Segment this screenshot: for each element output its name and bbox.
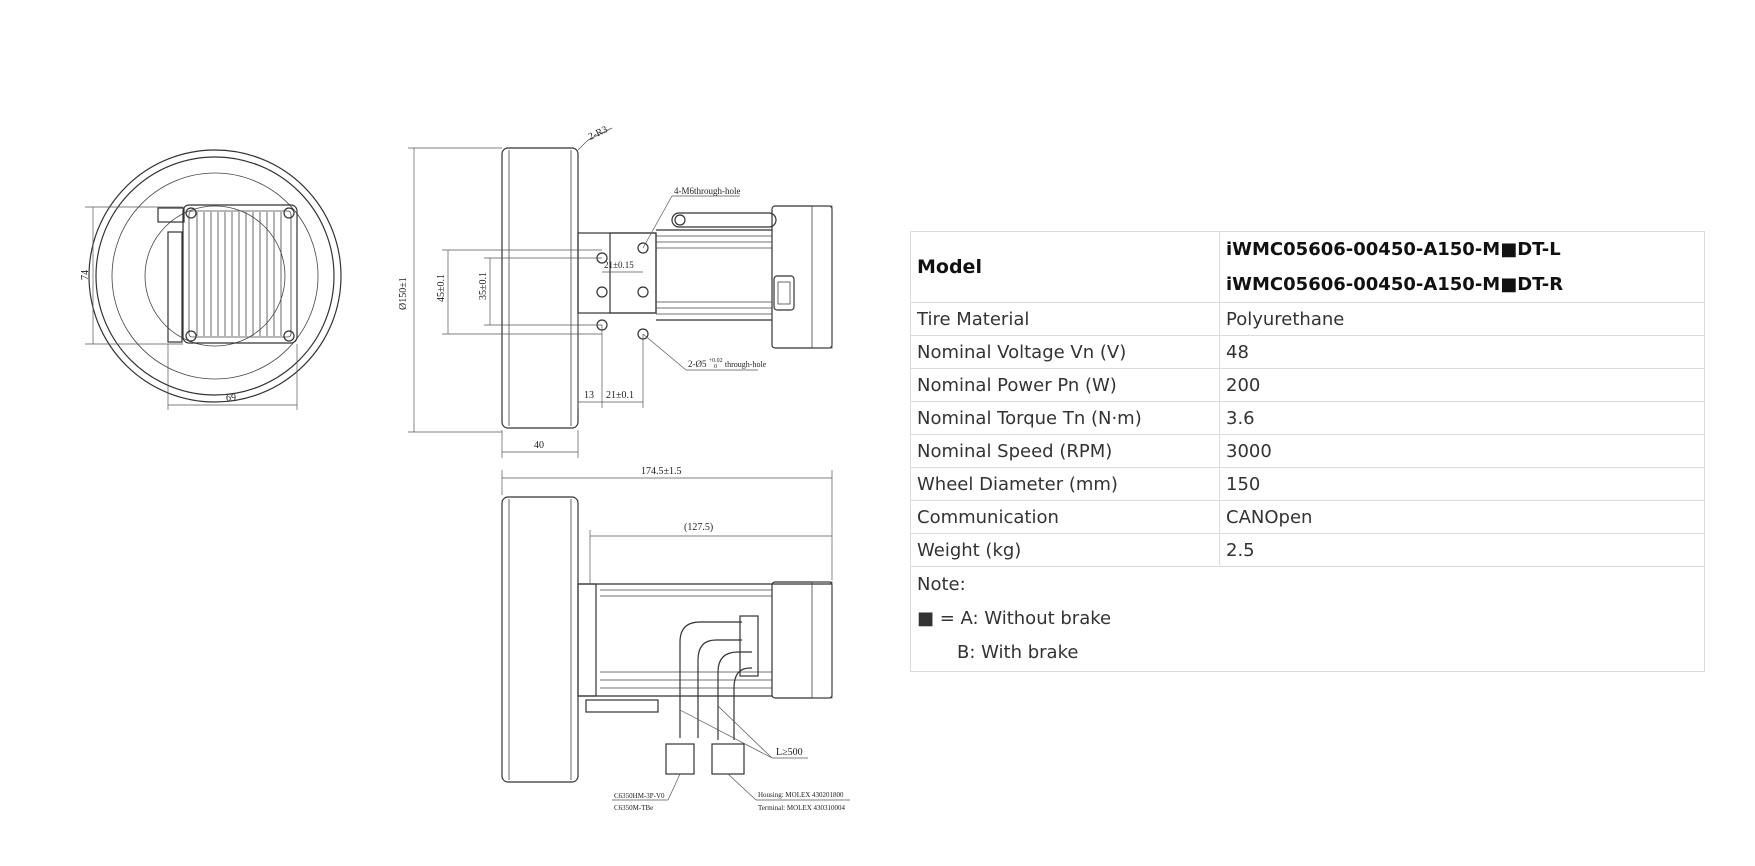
row-label: Wheel Diameter (mm) xyxy=(910,467,1220,501)
hole5-label: 2-Ø5 xyxy=(688,359,707,369)
connector2-label-a: Housing: MOLEX 430201800 xyxy=(758,791,844,799)
row-value: 3.6 xyxy=(1219,401,1705,435)
hole5-tol-low: 0 xyxy=(714,364,717,370)
table-row: Weight (kg) 2.5 xyxy=(910,533,1705,567)
dim-13-label: 13 xyxy=(584,390,594,401)
row-value: 200 xyxy=(1219,368,1705,402)
dim-21-bottom-label: 21±0.1 xyxy=(606,390,634,401)
hole5-tol: +0.02 xyxy=(709,358,723,364)
row-label: Tire Material xyxy=(910,302,1220,336)
note-line-1: ■ = A: Without brake xyxy=(917,608,1112,629)
row-value: CANOpen xyxy=(1219,500,1705,534)
side-view: 2-R3 4-M6through-hole Ø150±1 45±0.1 35±0… xyxy=(398,124,833,458)
dim-35-label: 35±0.1 xyxy=(478,272,489,300)
table-row: Wheel Diameter (mm) 150 xyxy=(910,467,1705,501)
row-value: 48 xyxy=(1219,335,1705,369)
row-label: Communication xyxy=(910,500,1220,534)
table-row: Nominal Voltage Vn (V) 48 xyxy=(910,335,1705,369)
row-label: Nominal Speed (RPM) xyxy=(910,434,1220,468)
note-title: Note: xyxy=(917,574,966,595)
table-row: Tire Material Polyurethane xyxy=(910,302,1705,336)
row-value: 3000 xyxy=(1219,434,1705,468)
connector1-label-b: C6350M-TBe xyxy=(614,804,653,812)
bottom-view: L≥500 C6350HM-3P-V0 C6350M-TBe Housing: … xyxy=(501,466,850,812)
table-row: Nominal Power Pn (W) 200 xyxy=(910,368,1705,402)
hole5-suffix: through-hole xyxy=(725,360,767,369)
svg-text:2-Ø5 +0.02 through: 2-Ø5 +0.02 through-hole xyxy=(688,354,767,369)
table-row-model: Model iWMC05606-00450-A150-M■DT-L iWMC05… xyxy=(910,231,1705,303)
dim-74-label: 74 xyxy=(80,270,91,280)
dim-45-label: 45±0.1 xyxy=(436,274,447,302)
row-value: Polyurethane xyxy=(1219,302,1705,336)
row-value: 2.5 xyxy=(1219,533,1705,567)
dim-21-top-label: 21±0.15 xyxy=(604,260,634,270)
table-row: Nominal Torque Tn (N·m) 3.6 xyxy=(910,401,1705,435)
row-label: Nominal Torque Tn (N·m) xyxy=(910,401,1220,435)
row-label: Nominal Voltage Vn (V) xyxy=(910,335,1220,369)
total-length-label: 174.5±1.5 xyxy=(641,466,682,477)
diameter-label: Ø150±1 xyxy=(398,277,409,310)
table-row: Nominal Speed (RPM) 3000 xyxy=(910,434,1705,468)
table-row: Communication CANOpen xyxy=(910,500,1705,534)
dim-40-label: 40 xyxy=(534,440,544,451)
connector1-label-a: C6350HM-3P-V0 xyxy=(614,792,665,800)
model-values: iWMC05606-00450-A150-M■DT-L iWMC05606-00… xyxy=(1219,231,1705,303)
r3-label: 2-R3 xyxy=(587,124,610,142)
dim-69-label: 69 xyxy=(226,393,236,404)
note-line-2: B: With brake xyxy=(957,642,1079,663)
row-label: Nominal Power Pn (W) xyxy=(910,368,1220,402)
model-value-left: iWMC05606-00450-A150-M■DT-L xyxy=(1226,239,1561,260)
model-value-right: iWMC05606-00450-A150-M■DT-R xyxy=(1226,274,1564,295)
front-view: 74 69 xyxy=(80,149,342,410)
connector2-label-b: Terminal: MOLEX 430310004 xyxy=(758,804,845,812)
table-row-note: Note: ■ = A: Without brake B: With brake xyxy=(910,566,1705,672)
ref-length-label: (127.5) xyxy=(684,522,713,533)
model-label: Model xyxy=(910,231,1220,303)
cable-length-label: L≥500 xyxy=(776,747,803,758)
note-cell: Note: ■ = A: Without brake B: With brake xyxy=(910,566,1705,672)
spec-table: Model iWMC05606-00450-A150-M■DT-L iWMC05… xyxy=(910,231,1705,672)
m6-label: 4-M6through-hole xyxy=(674,186,741,196)
row-label: Weight (kg) xyxy=(910,533,1220,567)
technical-drawing: 74 69 2-R3 xyxy=(80,124,850,812)
row-value: 150 xyxy=(1219,467,1705,501)
